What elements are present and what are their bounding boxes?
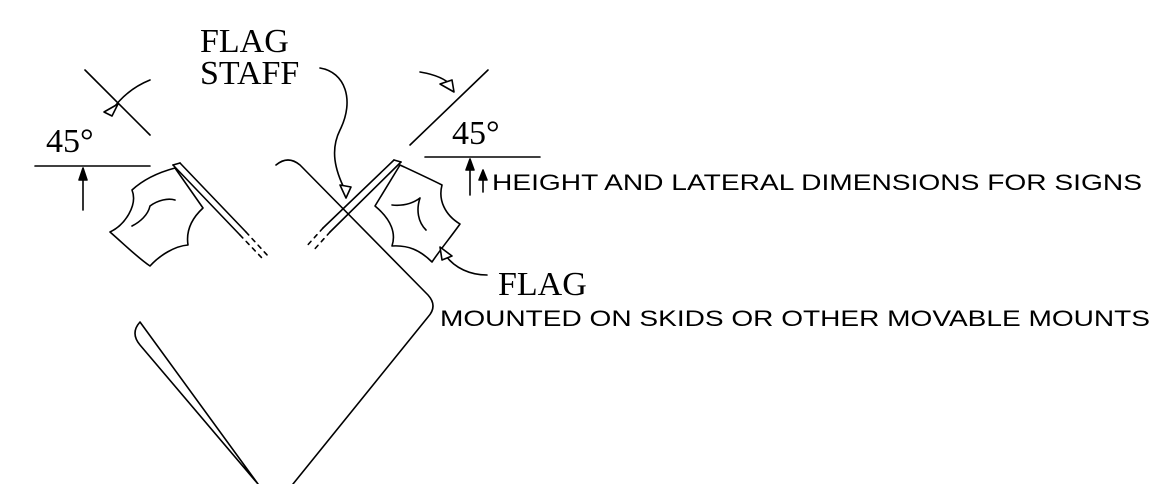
right-angle-dimension [409, 69, 541, 196]
flag-label: FLAG [498, 266, 587, 303]
flag-leader [439, 246, 488, 276]
height-note-arrow [478, 169, 488, 193]
left-flag [109, 167, 204, 267]
right-flag [374, 164, 461, 263]
height-lateral-note: HEIGHT AND LATERAL DIMENSIONS FOR SIGNS [492, 170, 1142, 195]
flag-staff-label-line2: STAFF [200, 55, 299, 92]
left-flag-staff [172, 162, 269, 259]
angle-label-right: 45° [452, 115, 500, 152]
flag-staff-label-line1: FLAG [200, 23, 289, 60]
flag-staff-leader [319, 67, 352, 199]
right-flag-staff [304, 159, 402, 253]
diamond-sign [134, 159, 434, 484]
mounted-note: MOUNTED ON SKIDS OR OTHER MOVABLE MOUNTS [440, 306, 1150, 331]
left-angle-dimension [34, 69, 151, 211]
angle-label-left: 45° [46, 123, 94, 160]
